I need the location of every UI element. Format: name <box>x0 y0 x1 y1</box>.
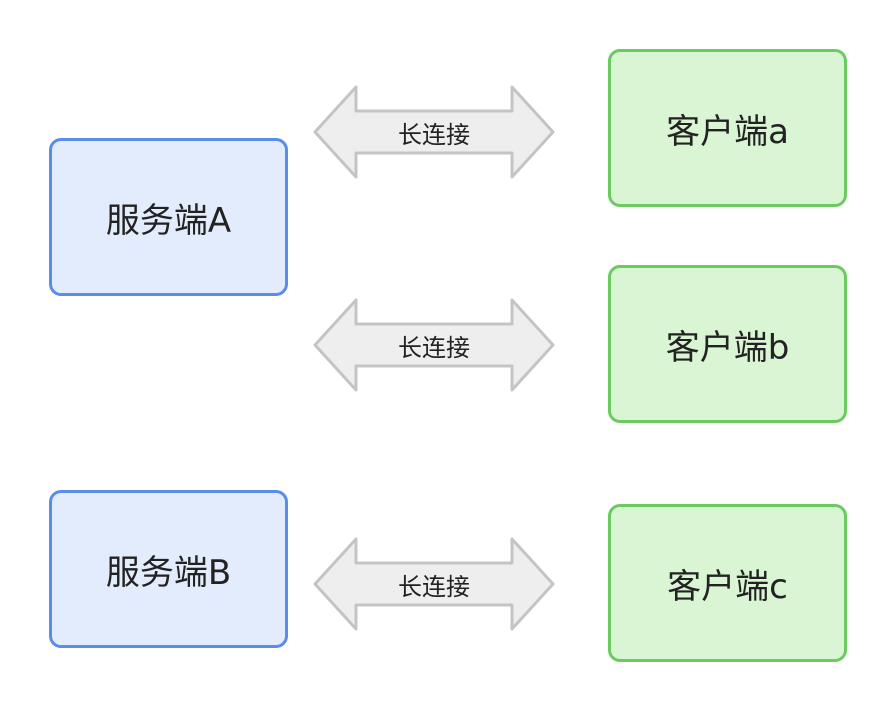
client-label-a: 客户端a <box>666 111 789 152</box>
client-node-b: 客户端b <box>608 265 847 423</box>
double-arrow-icon <box>313 85 555 179</box>
connection-arrow-b: 长连接 <box>312 296 556 394</box>
connection-arrow-c: 长连接 <box>312 535 556 633</box>
double-arrow-icon <box>313 298 555 392</box>
connection-label-b: 长连接 <box>398 333 470 362</box>
server-label-b: 服务端B <box>105 552 232 593</box>
double-arrow-icon <box>313 537 555 631</box>
client-node-c: 客户端c <box>608 504 847 662</box>
client-label-c: 客户端c <box>667 566 788 607</box>
server-node-b: 服务端B <box>49 490 288 648</box>
connection-label-c: 长连接 <box>398 572 470 601</box>
server-node-a: 服务端A <box>49 138 288 296</box>
client-label-b: 客户端b <box>665 327 790 368</box>
connection-label-a: 长连接 <box>398 120 470 149</box>
client-node-a: 客户端a <box>608 49 847 207</box>
server-label-a: 服务端A <box>105 200 232 241</box>
connection-arrow-a: 长连接 <box>312 83 556 181</box>
